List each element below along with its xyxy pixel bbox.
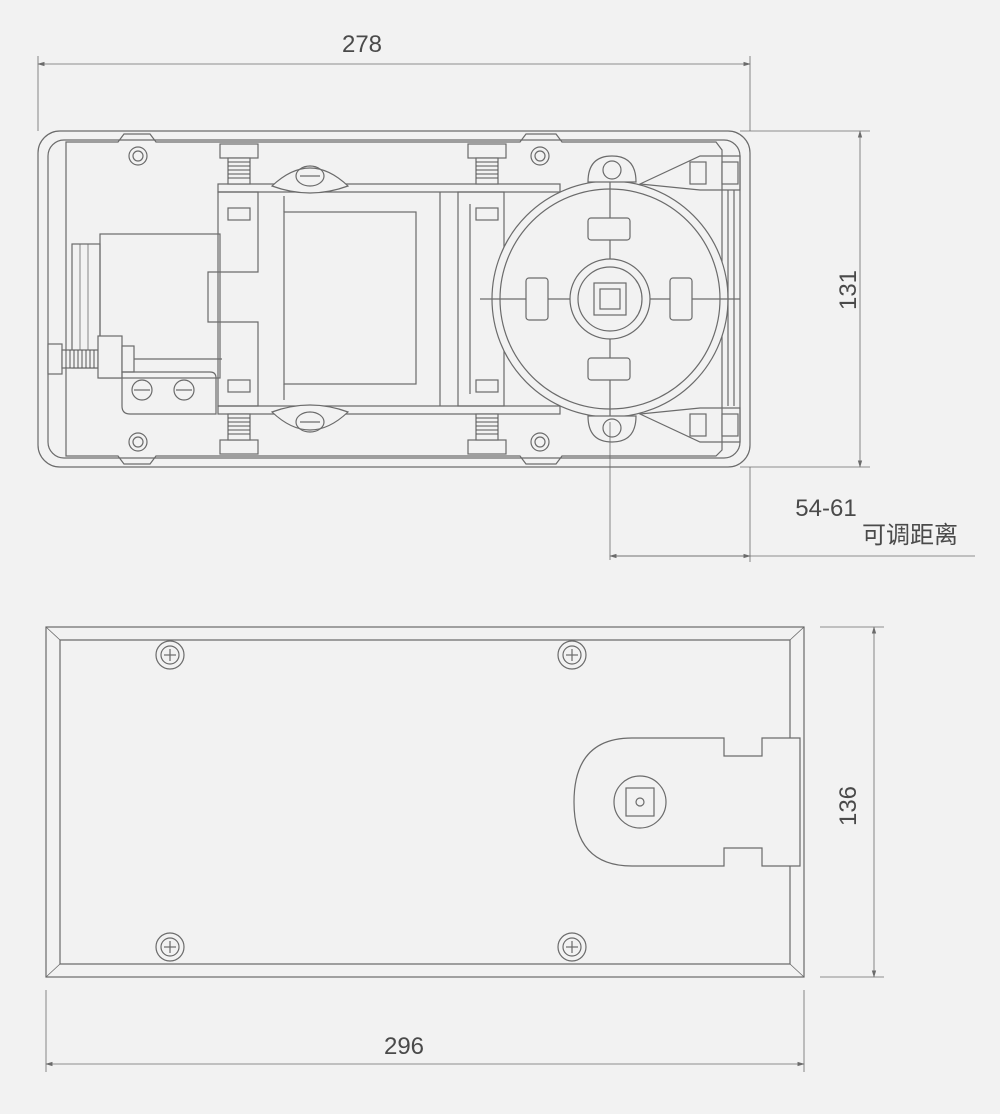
lower-bracket: [121, 371, 217, 415]
top-screw-hole-4: [530, 432, 550, 452]
top-screw-hole-2: [530, 146, 550, 166]
dim-top-height-label: 131: [835, 270, 862, 310]
right-bracket-bottom: [637, 407, 741, 443]
dim-bottom-height: 136: [820, 626, 884, 978]
top-threaded-rod-right: [467, 143, 507, 185]
upper-oval-lug: [270, 165, 350, 194]
cover-screw-1: [155, 640, 185, 670]
dim-top-width: 278: [37, 31, 751, 131]
pivot-ear-top: [587, 155, 637, 183]
dim-bottom-height-label: 136: [835, 786, 862, 826]
cover-screw-4: [557, 932, 587, 962]
dim-top-height: 131: [740, 130, 870, 468]
pivot-ear-bottom: [587, 415, 637, 443]
frame-lower-arm: [217, 405, 561, 415]
top-lid-outline: [65, 133, 723, 465]
top-threaded-rod-left: [219, 143, 259, 185]
pivot-spindle: [613, 775, 667, 829]
bottom-view: [45, 626, 805, 978]
dim-adjustable-range: 54-61: [795, 495, 856, 522]
bracket-screw-2: [173, 379, 195, 401]
frame-left-block: [207, 191, 259, 407]
top-screw-hole-3: [128, 432, 148, 452]
cover-screw-3: [155, 932, 185, 962]
adjusting-bolt: [47, 335, 222, 379]
cover-screw-2: [557, 640, 587, 670]
top-view: [37, 130, 751, 560]
dim-adjustable: 54-61 可调距离: [609, 467, 975, 562]
pivot-disk: [480, 176, 740, 422]
right-bracket-top: [637, 155, 741, 406]
inner-spring-upper: [227, 207, 499, 221]
dim-bottom-width-label: 296: [384, 1033, 424, 1060]
dim-top-width-label: 278: [342, 31, 382, 58]
inner-spring-lower: [227, 379, 499, 393]
bottom-threaded-rod-left: [219, 413, 259, 455]
pivot-cover: [573, 737, 801, 867]
frame-window: [283, 211, 417, 385]
top-screw-hole-1: [128, 146, 148, 166]
dim-adjustable-note: 可调距离: [862, 521, 958, 549]
bottom-threaded-rod-right: [467, 413, 507, 455]
dim-bottom-width: 296: [45, 990, 805, 1072]
lower-oval-lug: [270, 404, 350, 433]
bracket-screw-1: [131, 379, 153, 401]
